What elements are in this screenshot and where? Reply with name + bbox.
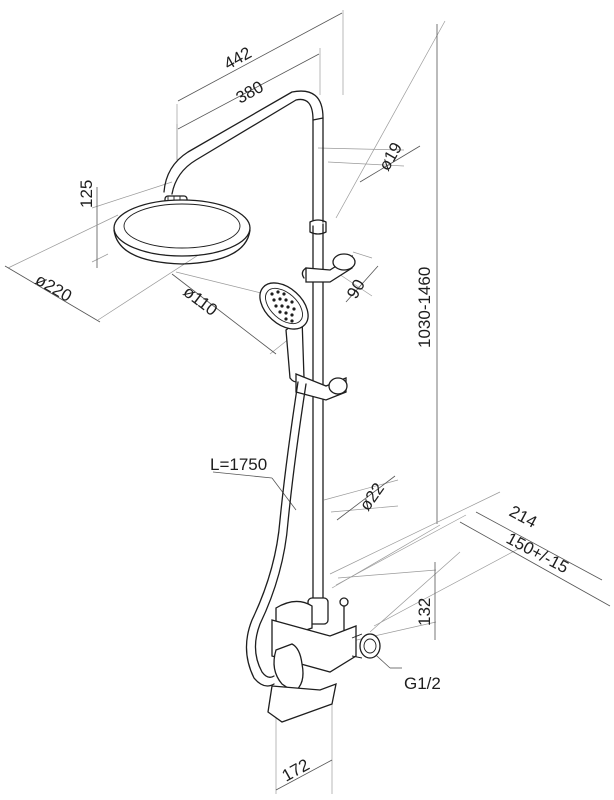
dim-220-label: ø220	[32, 270, 75, 306]
dim-19-label: ø19	[375, 139, 406, 174]
sliding-holder	[301, 253, 356, 283]
dim-150-label: 150+/-15	[503, 529, 572, 578]
dim-442-label: 442	[221, 43, 255, 73]
thread-g12-label: G1/2	[404, 674, 441, 693]
dim-125-label: 125	[77, 180, 96, 208]
lower-holder	[295, 373, 348, 401]
shower-hose	[245, 381, 307, 687]
dim-132-label: 132	[415, 598, 434, 626]
dim-172-label: 172	[279, 755, 313, 785]
dim-1030-1460-label: 1030-1460	[415, 267, 434, 348]
riser-rail	[309, 219, 327, 601]
dimension-lines	[4, 10, 611, 794]
shower-arm	[163, 90, 324, 223]
dim-110-label: ø110	[180, 282, 221, 320]
rain-shower-head	[113, 195, 251, 265]
hand-shower	[259, 282, 309, 383]
hose-length-label: L=1750	[210, 455, 267, 474]
mixer-body	[267, 597, 381, 723]
dim-214-label: 214	[506, 502, 540, 532]
dim-380-label: 380	[233, 77, 267, 107]
